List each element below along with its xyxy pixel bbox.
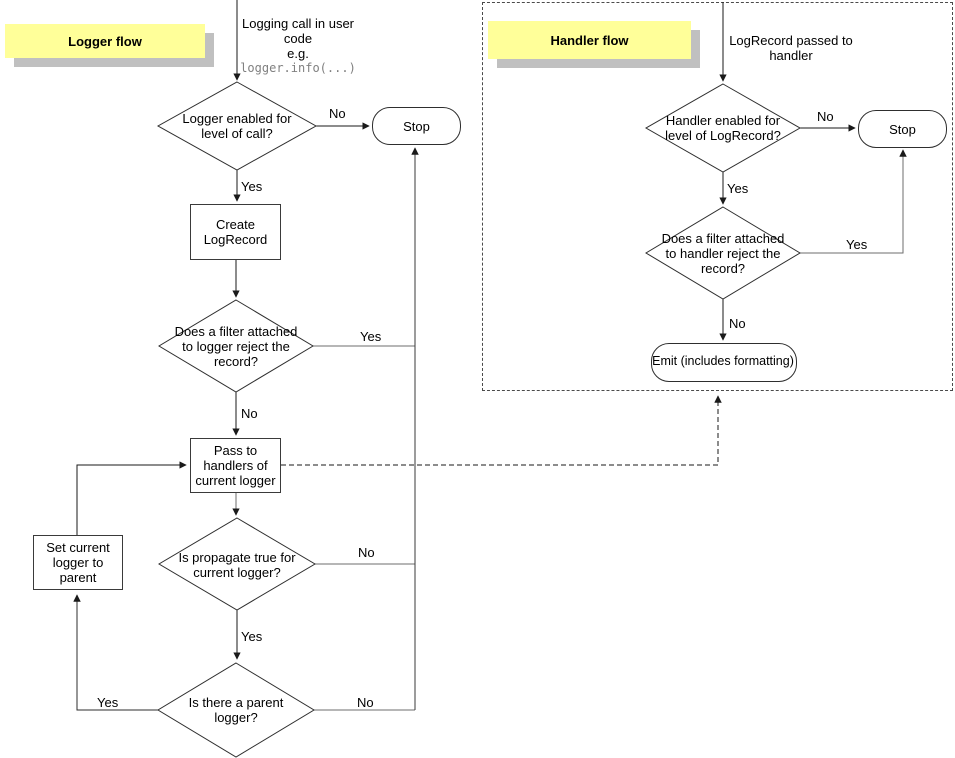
decision-logger-level-shape: [156, 81, 318, 171]
handler-flow-title: Handler flow: [550, 32, 629, 48]
label-filter-yes: Yes: [360, 329, 382, 344]
logger-entry-label: Logging call in user code e.g.: [241, 16, 355, 61]
decision-handler-level-shape: [644, 83, 802, 173]
label-handler-filter-yes: Yes: [846, 237, 868, 252]
handler-entry-label: LogRecord passed to handler: [729, 33, 853, 63]
label-handler-level-no: No: [817, 109, 834, 124]
label-handler-filter-no: No: [729, 316, 746, 331]
stop-label-logger: Stop: [403, 118, 430, 134]
decision-parent-logger-label: Is there a parent logger?: [188, 695, 284, 725]
edge-set-current-to-pass: [76, 461, 187, 535]
decision-logger-level-label: Logger enabled for level of call?: [182, 111, 292, 141]
stop-node-handler: Stop: [858, 110, 947, 148]
create-logrecord-node: Create LogRecord: [190, 204, 281, 260]
edge-parent-yes-to-set-current: [73, 594, 158, 711]
edge-pass-to-handler-flow-dashed: [281, 395, 722, 466]
logger-entry-code: logger.info(...): [240, 61, 356, 75]
logger-flow-title-note: Logger flow: [5, 24, 205, 58]
emit-label: Emit (includes formatting): [652, 354, 794, 368]
decision-handler-filter-shape: [645, 206, 801, 300]
label-propagate-no: No: [358, 545, 375, 560]
label-filter-no: No: [241, 406, 258, 421]
decision-handler-level-label: Handler enabled for level of LogRecord?: [665, 113, 781, 143]
decision-parent-logger-shape: [157, 662, 315, 758]
decision-handler-filter-label: Does a filter attached to handler reject…: [661, 231, 785, 276]
pass-to-handlers-node: Pass to handlers of current logger: [190, 438, 281, 493]
label-level-yes: Yes: [241, 179, 263, 194]
label-parent-no: No: [357, 695, 374, 710]
decision-logger-filter-shape: [158, 299, 314, 393]
handler-flow-frame: [482, 2, 953, 391]
label-level-no: No: [329, 106, 346, 121]
stop-node-logger: Stop: [372, 107, 461, 145]
emit-node: [651, 343, 797, 382]
decision-propagate-shape: [158, 517, 316, 611]
set-current-logger-node: Set current logger to parent: [33, 535, 123, 590]
decision-logger-filter-label: Does a filter attached to logger reject …: [174, 324, 298, 369]
edge-handler-filter-yes-to-stop: [800, 149, 907, 254]
label-handler-level-yes: Yes: [727, 181, 749, 196]
stop-label-handler: Stop: [889, 121, 916, 137]
label-parent-yes: Yes: [97, 695, 119, 710]
handler-flow-title-note: Handler flow: [488, 21, 691, 59]
decision-propagate-label: Is propagate true for current logger?: [178, 550, 296, 580]
logger-flow-title: Logger flow: [68, 33, 142, 49]
label-propagate-yes: Yes: [241, 629, 263, 644]
